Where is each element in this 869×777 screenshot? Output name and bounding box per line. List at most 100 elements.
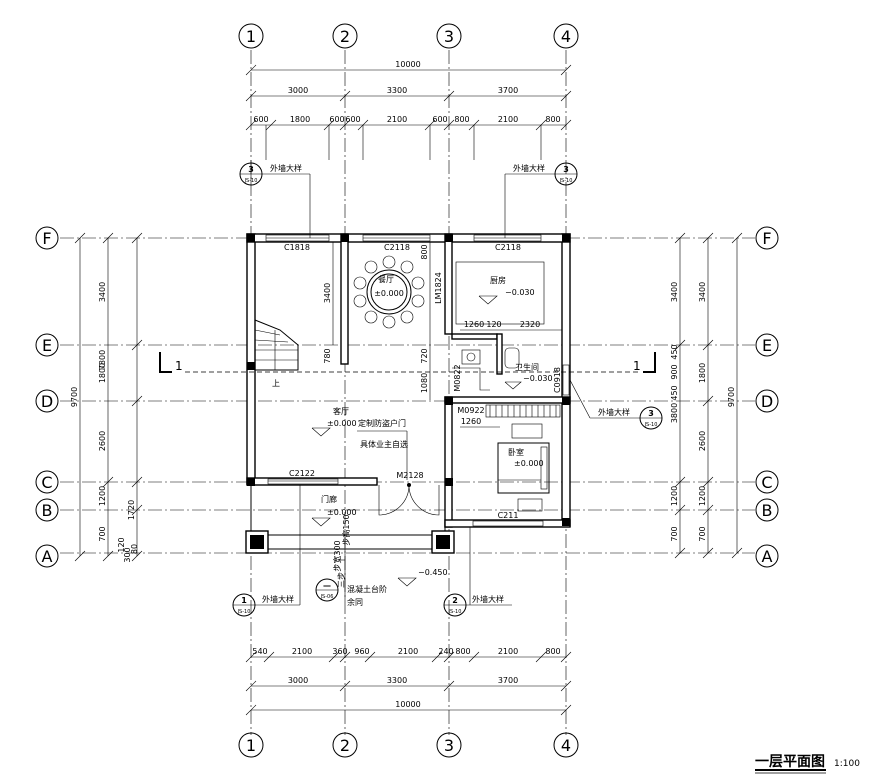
room-porch-name: 门廊 [321,494,337,504]
svg-text:JS-10: JS-10 [559,178,573,184]
dim-int-2: 780 [323,348,332,363]
axis-3-bottom: 3 [444,736,454,755]
svg-text:JS-06: JS-06 [320,594,334,600]
dim-right-mid-1: 3400 [698,282,707,302]
svg-text:3: 3 [648,409,654,418]
svg-text:外墙大样: 外墙大样 [262,594,294,604]
axis-1-bottom: 1 [246,736,256,755]
level-marker-kitchen [478,295,498,305]
dim-top-detail-5: 2100 [387,115,407,124]
axis-B-right: B [762,501,773,520]
axis-C-left: C [41,473,52,492]
axis-F-left: F [42,229,51,248]
dim-bot-span-3: 3700 [498,676,518,685]
dim-right-mid-3: 2600 [698,431,707,451]
dim-bot-detail-3: 360 [332,647,347,656]
outside-level: −0.450 [418,568,448,577]
bottom-dimensions: 540 2100 360 960 2100 240 800 2100 800 3… [245,647,572,716]
axis-A-left: A [42,547,53,566]
dim-int-6: 1260 [464,320,484,329]
note-same-as: 余同 [347,597,363,607]
dim-bot-detail-9: 800 [545,647,560,656]
window-c2122: C2122 [289,469,315,478]
kitchen-counter [455,261,545,325]
dim-bot-detail-8: 2100 [498,647,518,656]
section-mark-right: 1 [633,359,641,373]
detail-ref-top-right: 3 JS-10 外墙大样 [504,162,578,238]
svg-text:2: 2 [452,596,458,605]
svg-text:JS-10: JS-10 [448,609,462,615]
dim-left-outer: 9700 [70,387,79,407]
note-owner-choice: 具体业主自选 [360,439,408,449]
axis-grid [60,50,755,735]
dim-top-detail-1: 600 [253,115,268,124]
dim-right-mid-4: 1200 [698,486,707,506]
svg-text:外墙大样: 外墙大样 [472,594,504,604]
windows [265,234,570,527]
dim-bot-detail-5: 2100 [398,647,418,656]
stair-up-label: 上 [272,379,280,388]
dim-top-span-1: 3000 [288,86,308,95]
section-mark-left: 1 [175,359,183,373]
window-c1818: C1818 [284,243,310,252]
column-axis-bubbles-top: 1 2 3 4 [238,23,579,49]
window-c0918: C0918 [553,367,562,393]
detail-ref-right: 3 JS-10 外墙大样 [569,379,663,430]
door-m0822: M0822 [453,364,462,391]
note-security-door: 定制防盗户门 [358,418,406,428]
dim-top-detail-6: 600 [432,115,447,124]
axis-D-left: D [41,392,53,411]
dim-left-small-3: 80 [130,544,139,554]
svg-text:外墙大样: 外墙大样 [270,163,302,173]
axis-4-top: 4 [561,27,571,46]
dim-left-inner-1: 3400 [98,282,107,302]
dim-right-outer: 9700 [727,387,736,407]
row-axis-bubbles-left: F E D C B A [35,226,59,568]
bath-sink-icon [461,349,481,365]
axis-1-top: 1 [246,27,256,46]
svg-text:JS-10: JS-10 [237,609,251,615]
detail-ref-top-left: 3 JS-10 外墙大样 [239,160,311,238]
dim-int-3: 800 [420,244,429,259]
dim-bot-detail-2: 2100 [292,647,312,656]
axis-4-bottom: 4 [561,736,571,755]
detail-ref-bottom-left: 1 JS-10 外墙大样 [232,485,301,617]
bath-toilet-icon [504,347,520,369]
svg-text:3: 3 [248,165,254,174]
dim-right-inner-2: 3800 [670,403,679,423]
dim-right-mid-2: 1800 [698,363,707,383]
dim-left-inner-3: 2600 [98,431,107,451]
room-kitchen-name: 厨房 [490,275,506,285]
dim-bot-span-2: 3300 [387,676,407,685]
dim-left-inner-4: 1200 [98,486,107,506]
svg-text:1: 1 [241,596,247,605]
door-m0922: M0922 [457,406,484,415]
detail-ref-bottom-center: — JS-06 [315,578,339,602]
window-c2118-kitchen: C2118 [495,243,521,252]
note-steps-c: 三步 [337,572,346,588]
axis-A-right: A [762,547,773,566]
dim-bot-detail-1: 540 [252,647,267,656]
dim-left-small-2: 300 [123,547,132,562]
dim-bot-span-1: 3000 [288,676,308,685]
dim-top-detail-8: 2100 [498,115,518,124]
svg-text:外墙大样: 外墙大样 [513,163,545,173]
door-swing-right [408,484,440,516]
dim-int-7: 120 [486,320,501,329]
door-lm1824: LM1824 [434,272,443,304]
room-bath-name: 卫生间 [515,362,539,372]
dim-top-detail-9: 800 [545,115,560,124]
svg-text:JS-10: JS-10 [644,422,658,428]
axis-E-right: E [762,336,772,355]
room-living-level: ±0.000 [327,419,357,428]
dim-int-9: 1260 [461,417,481,426]
window-c2118-bedroom: C211 [498,511,519,520]
dim-right-small-3: 450 [670,385,679,400]
row-axis-bubbles-right: F E D C B A [755,226,779,568]
window-c2118-dining: C2118 [384,243,410,252]
dim-bot-detail-6: 240 [438,647,453,656]
dim-right-small-1: 450 [670,344,679,359]
dim-top-span-2: 3300 [387,86,407,95]
dim-right-small-2: 900 [670,364,679,379]
svg-text:外墙大样: 外墙大样 [598,407,630,417]
